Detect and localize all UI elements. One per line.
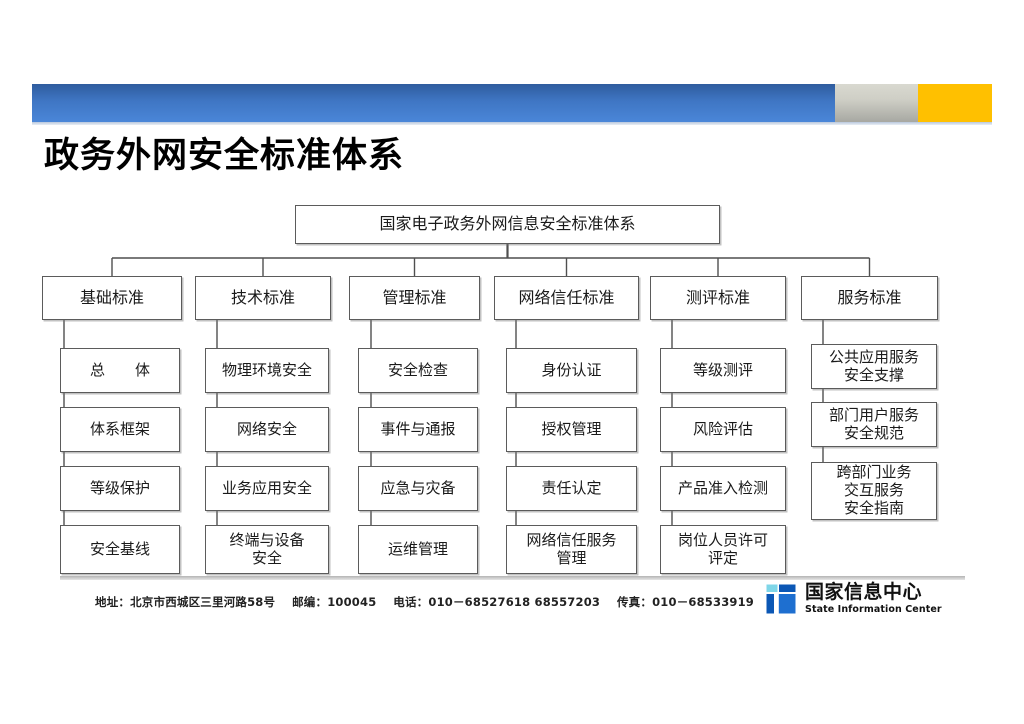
leaf-node-3-3[interactable]: 应急与灾备 — [358, 466, 478, 511]
footer-phone-label: 电话： — [393, 595, 429, 609]
logo-name-cn: 国家信息中心 — [805, 581, 923, 603]
leaf-node-6-3[interactable]: 跨部门业务交互服务安全指南 — [811, 462, 937, 520]
leaf-node-5-2[interactable]: 风险评估 — [660, 407, 786, 452]
leaf-node-4-3-label: 责任认定 — [541, 478, 602, 497]
leaf-node-4-2[interactable]: 授权管理 — [506, 407, 637, 452]
leaf-node-3-2-label: 事件与通报 — [380, 419, 456, 438]
leaf-node-2-1[interactable]: 物理环境安全 — [205, 348, 329, 393]
leaf-node-1-2-label: 体系框架 — [89, 419, 150, 438]
category-node-2-label: 技术标准 — [230, 287, 295, 307]
org-tree-diagram: 国家电子政务外网信息安全标准体系基础标准总 体体系框架等级保护安全基线 技术标准物… — [0, 196, 1024, 586]
footer-phone: 电话：010－68527618 68557203 — [393, 595, 600, 609]
footer-postcode-value: 100045 — [327, 595, 377, 609]
leaf-node-1-3-label: 等级保护 — [89, 478, 150, 497]
leaf-node-1-1-label: 总 体 — [89, 360, 150, 379]
logo-name-en: State Information Center — [805, 603, 942, 615]
leaf-node-2-2-label: 网络安全 — [236, 419, 297, 438]
category-node-1-label: 基础标准 — [79, 287, 144, 307]
header-band-blue — [32, 84, 835, 122]
leaf-node-1-3[interactable]: 等级保护 — [60, 466, 180, 511]
leaf-node-5-3-label: 产品准入检测 — [677, 478, 768, 497]
logo-text-block: 国家信息中心 State Information Center — [805, 581, 942, 615]
leaf-node-1-1[interactable]: 总 体 — [60, 348, 180, 393]
leaf-node-2-2[interactable]: 网络安全 — [205, 407, 329, 452]
footer-postcode: 邮编：100045 — [292, 595, 376, 609]
organization-logo: 国家信息中心 State Information Center — [766, 581, 942, 615]
footer-postcode-label: 邮编： — [292, 595, 328, 609]
leaf-node-4-3[interactable]: 责任认定 — [506, 466, 637, 511]
header-band-gold — [918, 84, 992, 122]
leaf-node-5-3[interactable]: 产品准入检测 — [660, 466, 786, 511]
page-title: 政务外网安全标准体系 — [44, 136, 405, 176]
leaf-node-5-4[interactable]: 岗位人员许可评定 — [660, 525, 786, 574]
footer-phone-value: 010－68527618 68557203 — [428, 595, 601, 609]
leaf-node-5-4-label: 岗位人员许可评定 — [677, 530, 768, 567]
leaf-node-4-1[interactable]: 身份认证 — [506, 348, 637, 393]
category-node-4-label: 网络信任标准 — [518, 287, 615, 307]
leaf-node-4-4[interactable]: 网络信任服务管理 — [506, 525, 637, 574]
footer-address-label: 地址： — [95, 595, 131, 609]
leaf-node-6-2[interactable]: 部门用户服务安全规范 — [811, 402, 937, 447]
root-node: 国家电子政务外网信息安全标准体系 — [295, 205, 720, 244]
leaf-node-3-1[interactable]: 安全检查 — [358, 348, 478, 393]
leaf-node-3-3-label: 应急与灾备 — [380, 478, 456, 497]
leaf-node-3-1-label: 安全检查 — [387, 360, 448, 379]
footer-fax: 传真：010－68533919 — [617, 595, 754, 609]
footer-address-value: 北京市西城区三里河路58号 — [130, 595, 276, 609]
category-node-2[interactable]: 技术标准 — [195, 276, 331, 320]
leaf-node-6-2-label: 部门用户服务安全规范 — [828, 405, 919, 442]
leaf-node-4-1-label: 身份认证 — [541, 360, 602, 379]
leaf-node-1-4[interactable]: 安全基线 — [60, 525, 180, 574]
category-node-3[interactable]: 管理标准 — [349, 276, 480, 320]
leaf-node-1-2[interactable]: 体系框架 — [60, 407, 180, 452]
footer-contact-line: 地址：北京市西城区三里河路58号 邮编：100045 电话：010－685276… — [95, 594, 767, 610]
leaf-node-6-3-label: 跨部门业务交互服务安全指南 — [836, 463, 912, 517]
footer-address: 地址：北京市西城区三里河路58号 — [95, 595, 275, 609]
footer-fax-value: 010－68533919 — [652, 595, 755, 609]
header-band-silver — [835, 84, 918, 122]
category-node-1[interactable]: 基础标准 — [42, 276, 182, 320]
leaf-node-5-2-label: 风险评估 — [692, 419, 753, 438]
leaf-node-3-4[interactable]: 运维管理 — [358, 525, 478, 574]
leaf-node-2-3[interactable]: 业务应用安全 — [205, 466, 329, 511]
category-node-3-label: 管理标准 — [382, 287, 447, 307]
footer-divider — [60, 576, 965, 580]
category-node-6[interactable]: 服务标准 — [801, 276, 938, 320]
footer-fax-label: 传真： — [616, 595, 653, 609]
root-node-label: 国家电子政务外网信息安全标准体系 — [379, 214, 636, 234]
category-node-6-label: 服务标准 — [837, 287, 902, 307]
category-node-5-label: 测评标准 — [685, 287, 750, 307]
leaf-node-3-4-label: 运维管理 — [387, 539, 448, 558]
leaf-node-4-4-label: 网络信任服务管理 — [526, 530, 617, 567]
header-band — [32, 84, 992, 122]
category-node-4[interactable]: 网络信任标准 — [494, 276, 639, 320]
state-information-center-logo-icon — [766, 584, 796, 614]
leaf-node-2-1-label: 物理环境安全 — [221, 360, 312, 379]
leaf-node-6-1-label: 公共应用服务安全支撑 — [828, 347, 919, 384]
leaf-node-2-3-label: 业务应用安全 — [221, 478, 312, 497]
category-node-5[interactable]: 测评标准 — [650, 276, 786, 320]
leaf-node-5-1-label: 等级测评 — [692, 360, 753, 379]
leaf-node-3-2[interactable]: 事件与通报 — [358, 407, 478, 452]
leaf-node-2-4-label: 终端与设备安全 — [229, 530, 305, 567]
leaf-node-4-2-label: 授权管理 — [541, 419, 602, 438]
leaf-node-2-4[interactable]: 终端与设备安全 — [205, 525, 329, 574]
leaf-node-5-1[interactable]: 等级测评 — [660, 348, 786, 393]
leaf-node-1-4-label: 安全基线 — [89, 539, 150, 558]
header-underline — [32, 122, 992, 125]
leaf-node-6-1[interactable]: 公共应用服务安全支撑 — [811, 344, 937, 389]
